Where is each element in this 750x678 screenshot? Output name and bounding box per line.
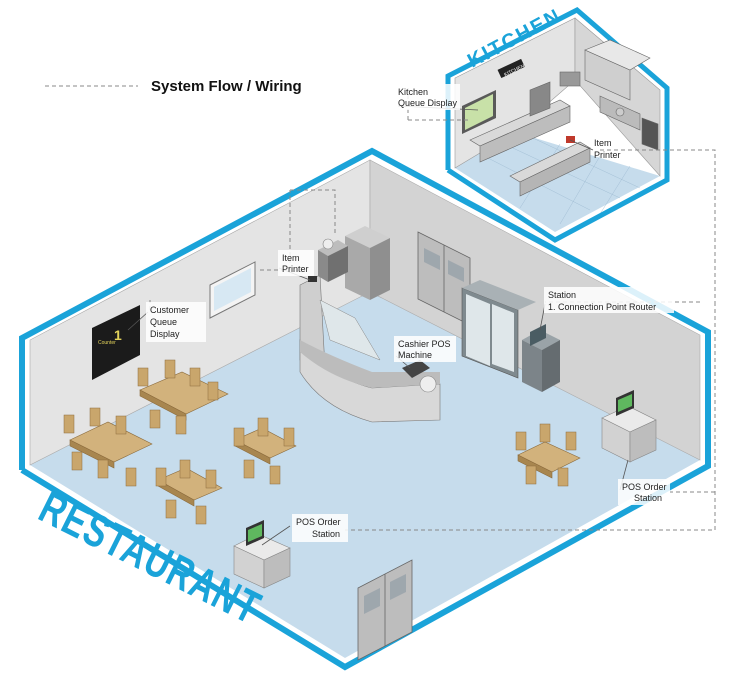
svg-text:Machine: Machine bbox=[398, 350, 432, 360]
label-kitchen-queue-display: Kitchen Queue Display bbox=[394, 84, 460, 110]
dining-chairs-left bbox=[63, 359, 295, 525]
kitchen-queue-display bbox=[462, 90, 496, 134]
restaurant-window bbox=[209, 261, 256, 319]
restaurant-border bbox=[19, 147, 711, 671]
kitchen-equipment bbox=[469, 39, 659, 197]
svg-text:Queue: Queue bbox=[150, 317, 177, 327]
svg-text:Item: Item bbox=[594, 138, 612, 148]
router-station bbox=[522, 324, 560, 392]
label-pos-order-station-right: POS Order Station bbox=[618, 479, 670, 505]
item-printer-machine bbox=[308, 238, 348, 282]
svg-text:1. Connection Point Router: 1. Connection Point Router bbox=[548, 302, 656, 312]
kitchen-border bbox=[445, 7, 670, 243]
svg-text:1: 1 bbox=[114, 327, 122, 343]
dining-area-right bbox=[515, 423, 581, 487]
kitchen-sign-plate bbox=[497, 58, 525, 79]
svg-text:Queue Display: Queue Display bbox=[398, 98, 458, 108]
back-cabinet bbox=[345, 226, 390, 300]
pos-order-station-left bbox=[233, 520, 291, 589]
display-fridge bbox=[461, 280, 536, 379]
label-cashier-pos: Cashier POS Machine bbox=[394, 336, 456, 362]
svg-text:Station: Station bbox=[548, 290, 576, 300]
svg-text:Kitchen: Kitchen bbox=[398, 87, 428, 97]
svg-text:Printer: Printer bbox=[594, 150, 621, 160]
svg-text:POS Order: POS Order bbox=[296, 517, 341, 527]
restaurant-room: Counter 1 bbox=[19, 147, 711, 671]
cashier-counter bbox=[299, 274, 441, 423]
svg-text:Item: Item bbox=[282, 253, 300, 263]
svg-text:Customer: Customer bbox=[150, 305, 189, 315]
kitchen-item-printer bbox=[566, 136, 575, 143]
svg-text:Station: Station bbox=[312, 529, 340, 539]
label-item-printer: Item Printer bbox=[278, 250, 314, 276]
dining-area-left bbox=[69, 371, 297, 507]
svg-text:Counter: Counter bbox=[98, 340, 116, 346]
kitchen-door bbox=[417, 231, 471, 326]
kitchen-floor bbox=[455, 132, 660, 232]
customer-queue-display: Counter 1 bbox=[92, 305, 140, 380]
svg-text:Printer: Printer bbox=[282, 264, 309, 274]
kitchen-room: KITCHEN bbox=[445, 7, 670, 243]
svg-text:Station: Station bbox=[634, 493, 662, 503]
svg-text:Display: Display bbox=[150, 329, 180, 339]
pos-order-station-right bbox=[601, 390, 657, 463]
svg-text:POS Order: POS Order bbox=[622, 482, 667, 492]
entrance-door bbox=[357, 559, 413, 661]
label-station-router: Station 1. Connection Point Router bbox=[544, 287, 674, 313]
label-customer-queue-display: Customer Queue Display bbox=[146, 302, 206, 342]
label-kitchen-item-printer: Item Printer bbox=[594, 138, 621, 160]
label-pos-order-station-left: POS Order Station bbox=[292, 514, 348, 542]
svg-text:Cashier POS: Cashier POS bbox=[398, 339, 451, 349]
diagram-title: System Flow / Wiring bbox=[151, 78, 302, 95]
